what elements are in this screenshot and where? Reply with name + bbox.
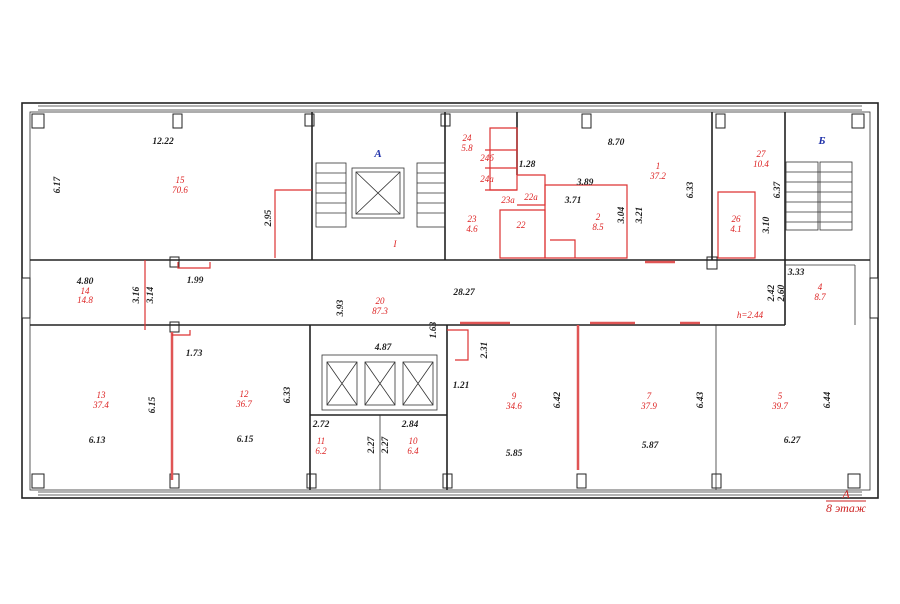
room-5-area: 39.7 [771, 401, 788, 411]
dimension-labels: 12.22 6.17 2.95 1.28 8.70 3.89 3.71 3.04… [53, 137, 833, 459]
dim: 4.87 [374, 343, 393, 353]
dim: 6.37 [773, 180, 783, 198]
dim: 3.93 [336, 299, 346, 317]
dim: 6.33 [283, 386, 293, 403]
dim: 3.14 [146, 286, 156, 304]
room-23-number: 23 [468, 214, 478, 224]
dim: 6.15 [148, 396, 158, 413]
elevator-icon [402, 361, 434, 406]
dim: 6.27 [784, 436, 802, 446]
columns [31, 113, 865, 489]
dim: 3.89 [576, 178, 594, 188]
room-24-area: 5.8 [461, 143, 473, 153]
dim: 2.60 [777, 284, 787, 302]
dim: 6.15 [237, 435, 254, 445]
dim: 2.42 [767, 284, 777, 302]
dim: 2.84 [401, 420, 419, 430]
dim: 1.73 [186, 349, 203, 359]
dim: 6.44 [823, 391, 833, 408]
room-4-number: 4 [818, 282, 823, 292]
room-7-number: 7 [647, 391, 652, 401]
stair-a-label: А [373, 148, 381, 160]
room-13-area: 37.4 [92, 400, 109, 410]
room-13-number: 13 [97, 390, 107, 400]
room-14-number: 14 [81, 286, 91, 296]
room-1-number: 1 [656, 161, 661, 171]
dim: 3.21 [635, 207, 645, 225]
room-12-area: 36.7 [235, 399, 252, 409]
room-9-number: 9 [512, 391, 517, 401]
exterior-walls [21, 102, 879, 499]
room-26-number: 26 [732, 214, 742, 224]
room-2-number: 2 [596, 212, 601, 222]
dim: 3.16 [132, 286, 142, 304]
ceiling-height: h=2.44 [737, 310, 764, 320]
dim: 4.80 [76, 277, 94, 287]
room-2-area: 8.5 [592, 222, 604, 232]
room-7-area: 37.9 [640, 401, 657, 411]
dim: 5.85 [506, 449, 523, 459]
room-12-number: 12 [240, 389, 250, 399]
room-23-area: 4.6 [466, 224, 478, 234]
dim: 6.13 [89, 436, 106, 446]
stair-labels: А Б I [373, 135, 825, 249]
dim: 6.17 [53, 175, 63, 193]
stair-b-label: Б [818, 135, 826, 147]
dim: 28.27 [452, 288, 476, 298]
floor-legend: А 8 этаж [826, 487, 866, 515]
room-20-area: 87.3 [372, 306, 388, 316]
room-10-area: 6.4 [407, 446, 419, 456]
dim: 2.27 [381, 435, 391, 454]
elevator-icon [364, 361, 396, 406]
dim: 6.42 [553, 391, 563, 408]
room-1-area: 37.2 [649, 171, 666, 181]
dim: 5.87 [642, 441, 660, 451]
dim: 2.72 [312, 420, 330, 430]
interior-walls [30, 112, 870, 490]
room-15-area: 70.6 [172, 185, 188, 195]
room-24b-number: 24б [480, 153, 494, 163]
room-14-area: 14.8 [77, 295, 93, 305]
floor-label: 8 этаж [826, 501, 866, 515]
room-23a-number: 23а [501, 195, 515, 205]
room-5-number: 5 [778, 391, 783, 401]
dim: 6.33 [686, 181, 696, 198]
dim: 3.10 [762, 216, 772, 234]
section-label: А [841, 487, 850, 501]
room-24-number: 24 [463, 133, 473, 143]
room-9-area: 34.6 [505, 401, 522, 411]
dim: 3.71 [564, 196, 582, 206]
stairs-icon [315, 161, 853, 231]
dim: 6.43 [696, 391, 706, 408]
room-11-area: 6.2 [315, 446, 327, 456]
dim: 1.28 [519, 160, 536, 170]
room-20-number: 20 [376, 296, 386, 306]
dim: 1.99 [187, 276, 204, 286]
room-22a-number: 22а [524, 192, 538, 202]
room-10-number: 10 [409, 436, 419, 446]
room-27-number: 27 [757, 149, 767, 159]
elevators [326, 167, 434, 406]
room-27-area: 10.4 [753, 159, 769, 169]
room-4-area: 8.7 [814, 292, 826, 302]
dim: 2.27 [367, 435, 377, 454]
elevator-icon [326, 361, 358, 406]
dim: 8.70 [608, 138, 625, 148]
room-26-area: 4.1 [730, 224, 741, 234]
dim: 2.95 [264, 209, 274, 227]
dim: 12.22 [152, 137, 174, 147]
room-11-number: 11 [317, 436, 325, 446]
room-15-number: 15 [176, 175, 186, 185]
dim: 1.21 [453, 381, 470, 391]
dim: 3.04 [617, 206, 627, 224]
new-partitions [144, 127, 756, 480]
room-22-number: 22 [517, 220, 527, 230]
room-24a-number: 24а [480, 174, 494, 184]
dim: 2.31 [480, 342, 490, 360]
corridor-mark: I [393, 239, 398, 249]
room-labels: 15 70.6 24 5.8 24б 24а 23а 23 4.6 22 22а… [77, 133, 826, 456]
dim: 3.33 [787, 268, 805, 278]
dim: 1.63 [429, 321, 439, 338]
elevator-icon [351, 167, 405, 219]
